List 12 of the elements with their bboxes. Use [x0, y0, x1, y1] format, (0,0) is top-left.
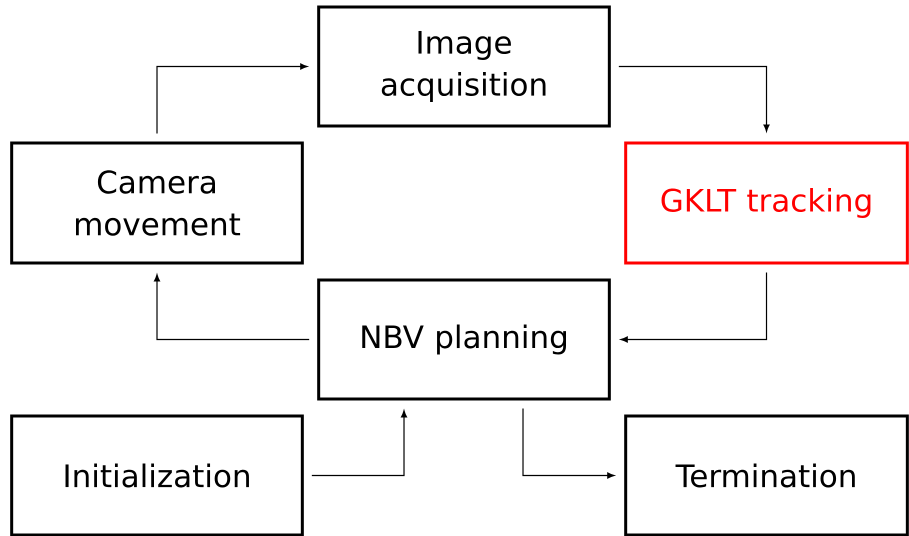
arrow [312, 410, 408, 476]
arrow [522, 408, 614, 479]
process-box: GKLT tracking [624, 142, 909, 264]
process-box: Termination [624, 414, 909, 536]
process-box: Camera movement [10, 142, 304, 264]
arrow [156, 63, 308, 134]
process-box: NBV planning [317, 278, 611, 400]
arrow [620, 272, 768, 343]
arrow [618, 66, 770, 132]
process-box: Image acquisition [317, 6, 611, 128]
arrow [154, 274, 310, 340]
process-box: Initialization [10, 414, 304, 536]
